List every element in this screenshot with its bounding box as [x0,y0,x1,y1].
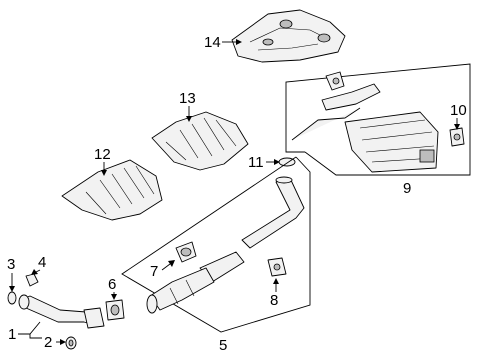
arrowhead-12 [101,170,107,176]
gasket-ring-2 [65,336,77,350]
arrowhead-6 [111,294,117,300]
muffler-group-frame [285,63,471,176]
rear-muffler-9 [291,83,439,173]
hanger-rubber-10 [449,127,465,147]
arrowhead-14 [236,39,242,45]
leader-1b [29,334,42,339]
callout-6: 6 [108,276,116,293]
floor-heat-shield-14 [231,9,346,63]
arrowhead-10 [454,124,460,130]
callout-4: 4 [38,254,46,271]
arrowhead-3 [9,286,15,292]
arrowhead-8 [273,278,279,284]
callout-3: 3 [7,256,15,273]
callout-5: 5 [219,337,227,354]
callout-12: 12 [94,146,111,163]
leader-7 [161,263,171,271]
nut-4 [25,273,39,287]
center-pipe-group-frame [121,156,311,333]
callout-2: 2 [44,334,52,351]
callout-14: 14 [204,34,221,51]
callout-13: 13 [179,90,196,107]
front-pipe-1 [18,294,105,329]
arrowhead-11 [274,159,280,165]
callout-9: 9 [403,180,411,197]
hanger-8 [267,257,287,277]
gasket-6 [105,299,125,321]
leader-1 [18,321,41,335]
center-pipe-catalytic-5 [146,176,305,314]
leader-4 [35,269,41,273]
arrowhead-13 [186,116,192,122]
gasket-3 [7,291,17,305]
arrowhead-2 [60,339,66,345]
callout-1: 1 [8,326,16,343]
heat-shield-13 [151,111,249,171]
callout-10: 10 [450,102,467,119]
arrowhead-4 [31,269,38,275]
manifold-heat-shield-12 [61,159,163,221]
callout-8: 8 [270,292,278,309]
arrowhead-7 [168,260,175,267]
muffler-hanger-bracket [325,71,345,91]
callout-7: 7 [150,263,158,280]
clamp-7 [175,241,197,263]
callout-11: 11 [248,154,264,171]
